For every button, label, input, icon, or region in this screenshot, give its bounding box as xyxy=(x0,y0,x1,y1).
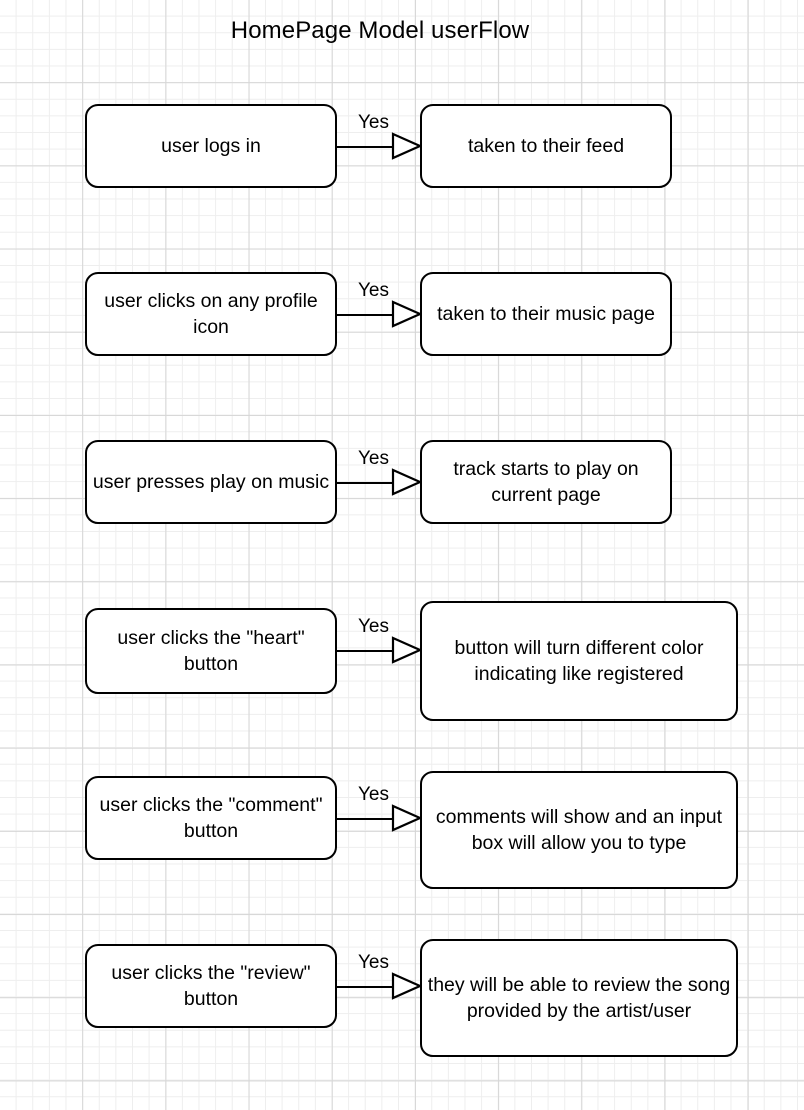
edge-line-2 xyxy=(337,314,393,316)
node-target-2-label: taken to their music page xyxy=(437,303,655,325)
node-target-3-label: track starts to play on current page xyxy=(453,458,639,506)
node-source-3-label: user presses play on music xyxy=(92,471,330,493)
node-source-5-label: user clicks the "comment" button xyxy=(99,794,323,842)
node-target-2[interactable]: taken to their music page xyxy=(420,272,672,356)
node-source-4-label: user clicks the "heart" button xyxy=(117,627,305,675)
edge-label-6: Yes xyxy=(358,952,389,973)
node-target-5-label: comments will show and an input box will… xyxy=(435,806,723,854)
node-target-1[interactable]: taken to their feed xyxy=(420,104,672,188)
node-source-5[interactable]: user clicks the "comment" button xyxy=(85,776,337,860)
node-target-1-label: taken to their feed xyxy=(467,135,625,157)
node-target-6-label: they will be able to review the song pro… xyxy=(427,974,731,1022)
node-source-2-label: user clicks on any profile icon xyxy=(104,290,318,338)
edge-line-3 xyxy=(337,482,393,484)
node-source-3[interactable]: user presses play on music xyxy=(85,440,337,524)
edge-line-1 xyxy=(337,146,393,148)
edge-label-3: Yes xyxy=(358,448,389,469)
edge-label-1: Yes xyxy=(358,112,389,133)
edge-line-6 xyxy=(337,986,393,988)
node-target-6[interactable]: they will be able to review the song pro… xyxy=(420,939,738,1057)
edge-label-5: Yes xyxy=(358,784,389,805)
node-source-1[interactable]: user logs in xyxy=(85,104,337,188)
node-target-4[interactable]: button will turn different color indicat… xyxy=(420,601,738,721)
edge-line-5 xyxy=(337,818,393,820)
node-target-5[interactable]: comments will show and an input box will… xyxy=(420,771,738,889)
node-target-4-label: button will turn different color indicat… xyxy=(454,637,704,685)
node-source-4[interactable]: user clicks the "heart" button xyxy=(85,608,337,694)
node-source-2[interactable]: user clicks on any profile icon xyxy=(85,272,337,356)
node-source-1-label: user logs in xyxy=(161,135,261,157)
page-title: HomePage Model userFlow xyxy=(230,17,530,44)
node-target-3[interactable]: track starts to play on current page xyxy=(420,440,672,524)
node-source-6-label: user clicks the "review" button xyxy=(111,962,311,1010)
edge-label-4: Yes xyxy=(358,616,389,637)
node-source-6[interactable]: user clicks the "review" button xyxy=(85,944,337,1028)
edge-line-4 xyxy=(337,650,393,652)
edge-label-2: Yes xyxy=(358,280,389,301)
